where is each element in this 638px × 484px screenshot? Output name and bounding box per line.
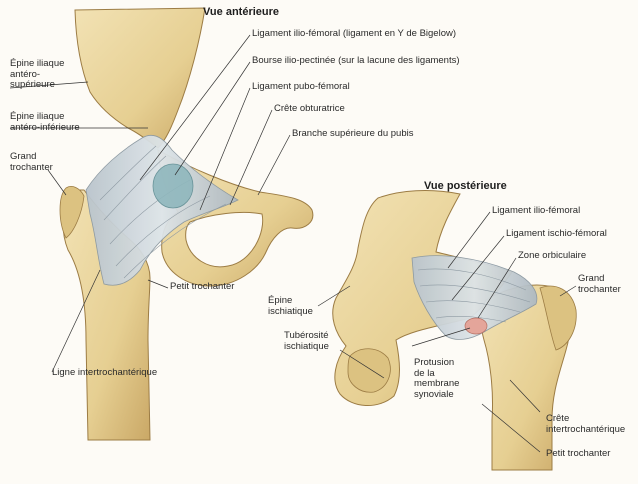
posterior-view-title: Vue postérieure	[424, 180, 507, 192]
label-epine-sup: Épine iliaque antéro- supérieure	[10, 58, 65, 90]
anterior-ligaments	[85, 134, 239, 286]
posterior-ligaments	[411, 255, 538, 340]
anterior-greater-trochanter	[59, 186, 85, 239]
label-bourse-ilio-pectinee: Bourse ilio-pectinée (sur la lacune des …	[252, 55, 460, 66]
posterior-view	[317, 190, 577, 471]
label-ligne-intertrochanterique: Ligne intertrochantérique	[52, 367, 158, 378]
anterior-leader-lines	[9, 34, 291, 373]
posterior-greater-trochanter	[539, 285, 577, 351]
anterior-ilium	[74, 7, 206, 149]
label-ilio-femoral-post: Ligament ilio-fémoral	[492, 205, 581, 216]
label-epine-inf: Épine iliaque antéro-inférieure	[10, 111, 80, 133]
label-petit-trochanter-post: Petit trochanter	[546, 448, 611, 459]
posterior-ligament-fibres	[417, 268, 531, 323]
label-petit-trochanter-ant: Petit trochanter	[170, 281, 235, 292]
anterior-view-title: Vue antérieure	[203, 6, 280, 18]
label-branche-pubis: Branche supérieure du pubis	[292, 128, 414, 139]
posterior-leader-lines	[317, 211, 577, 453]
label-pubo-femoral: Ligament pubo-fémoral	[252, 81, 350, 92]
label-epine-ischiatique: Épine ischiatique	[268, 295, 313, 317]
label-zone-orbiculaire: Zone orbiculaire	[518, 250, 587, 261]
anterior-bursa	[152, 163, 194, 209]
label-crete-obturatrice: Crête obturatrice	[274, 103, 345, 114]
label-crete-intertrochanterique: Crête intertrochantérique	[546, 413, 626, 435]
label-grand-trochanter-post: Grand trochanter	[578, 273, 621, 295]
label-ischio-femoral: Ligament ischio-fémoral	[506, 228, 607, 239]
posterior-synovial-protrusion	[464, 317, 488, 335]
posterior-ischial-tuberosity	[347, 348, 391, 393]
label-protusion-synoviale: Protusion de la membrane synoviale	[414, 357, 460, 400]
label-grand-trochanter-ant: Grand trochanter	[10, 151, 53, 173]
anterior-view	[9, 7, 314, 441]
label-tuberosite-ischiatique: Tubérosité ischiatique	[284, 330, 329, 352]
anterior-obturator-foramen	[185, 211, 264, 268]
label-ilio-femoral-ant: Ligament ilio-fémoral (ligament en Y de …	[252, 28, 457, 39]
